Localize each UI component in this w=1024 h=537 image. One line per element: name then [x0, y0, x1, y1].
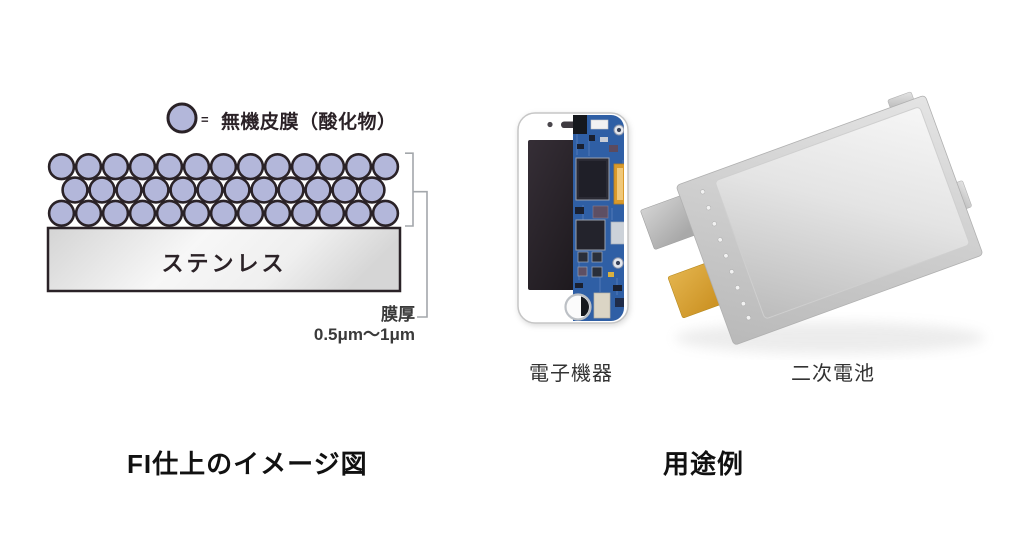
smartphone-pcb-illustration: [517, 112, 629, 324]
oxide-particle: [47, 152, 76, 181]
battery-shadow: [675, 322, 985, 354]
fi-finish-diagram: [46, 102, 428, 318]
oxide-particle: [101, 152, 130, 181]
oxide-particle: [277, 176, 305, 204]
oxide-particle: [331, 176, 359, 204]
oxide-particle: [101, 199, 130, 228]
battery-rim-dimples: [700, 189, 751, 321]
oxide-particle: [263, 199, 292, 228]
legend-label: 無機皮膜（酸化物）: [221, 112, 397, 133]
oxide-particle: [142, 176, 170, 204]
phone-home-button: [564, 293, 592, 321]
oxide-particle: [236, 152, 265, 181]
legend-particle-icon: [166, 102, 198, 134]
oxide-particle: [74, 152, 103, 181]
battery-body-group: [640, 91, 983, 345]
film-thickness-value: 0.5μm～1μm: [313, 325, 415, 344]
oxide-particle: [223, 176, 251, 204]
oxide-particle: [182, 152, 211, 181]
oxide-particle: [317, 152, 346, 181]
oxide-particle: [250, 176, 278, 204]
oxide-particle: [155, 152, 184, 181]
oxide-particle: [344, 199, 373, 228]
oxide-particle: [128, 152, 157, 181]
battery-cell-face: [715, 107, 970, 319]
oxide-particle-layer: [47, 152, 400, 228]
film-thickness-label: 膜厚: [381, 305, 415, 324]
oxide-particle: [182, 199, 211, 228]
oxide-particle: [371, 199, 400, 228]
example-label-secondary-battery: 二次電池: [791, 363, 875, 385]
example-label-electronics: 電子機器: [529, 363, 613, 385]
pouch-battery-illustration: [640, 91, 985, 354]
oxide-particle: [196, 176, 224, 204]
oxide-particle: [74, 199, 103, 228]
oxide-particle: [371, 152, 400, 181]
stainless-substrate-rect: [46, 226, 402, 293]
oxide-particle: [290, 152, 319, 181]
oxide-particle: [304, 176, 332, 204]
phone-camera-icon: [547, 121, 553, 128]
oxide-particle: [317, 199, 346, 228]
oxide-particle: [155, 199, 184, 228]
legend-equals-sign: =: [201, 112, 209, 127]
oxide-particle: [47, 199, 76, 228]
oxide-particle: [236, 199, 265, 228]
oxide-particle: [61, 176, 89, 204]
left-section-title: FI仕上のイメージ図: [127, 449, 368, 479]
oxide-particle: [290, 199, 319, 228]
oxide-particle: [209, 152, 238, 181]
oxide-particle: [115, 176, 143, 204]
substrate-label: ステンレス: [161, 251, 287, 276]
oxide-particle: [128, 199, 157, 228]
oxide-particle: [358, 176, 386, 204]
right-section-title: 用途例: [663, 449, 745, 479]
oxide-particle: [169, 176, 197, 204]
thickness-connector-line: [413, 190, 428, 318]
oxide-particle: [263, 152, 292, 181]
oxide-particle: [344, 152, 373, 181]
oxide-particle: [209, 199, 238, 228]
phone-circuit-board: [573, 115, 624, 321]
film-layer-bracket: [405, 152, 414, 227]
oxide-particle: [88, 176, 116, 204]
